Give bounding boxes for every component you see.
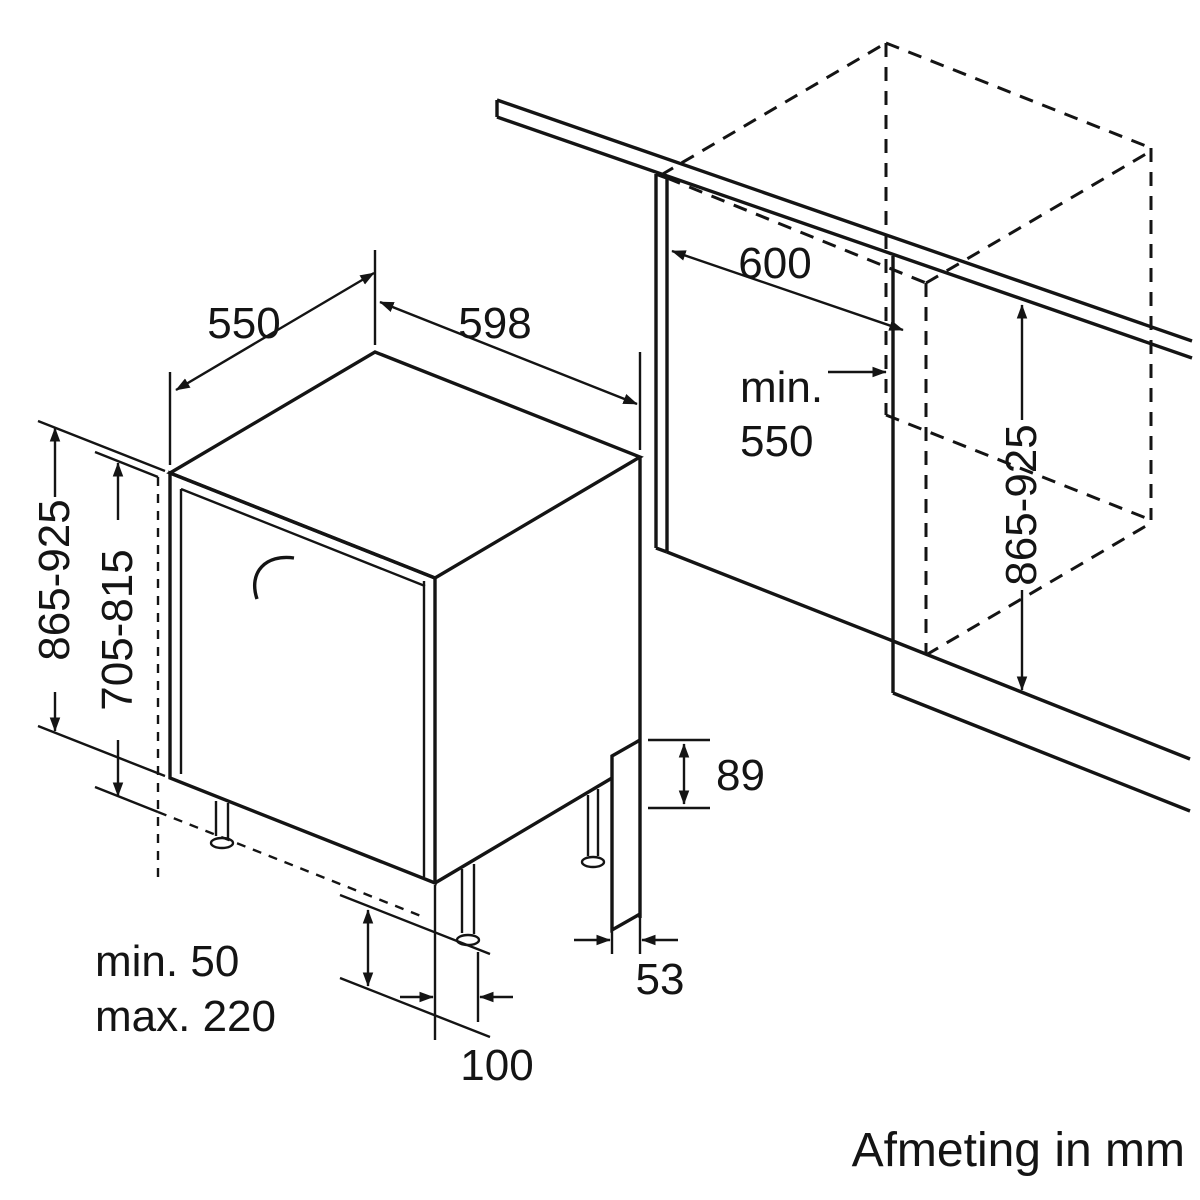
dishwasher-plinth-recess [610,738,641,933]
dim-depth-550-label: 550 [207,299,280,348]
door-handle-icon [253,555,295,600]
dim-depth-550: 550 [168,250,377,465]
cabinet-drawing [495,41,1193,813]
dishwasher-side-bottom-edge [434,776,613,885]
dim-niche-min-value: 550 [740,417,813,466]
dishwasher-drawing [156,350,644,947]
dim-niche-min-550: min. 550 [740,363,887,466]
cabinet-base [891,639,1191,813]
niche-dashed-outline [660,41,1153,657]
dim-cabinet-depth-600-label: 600 [738,239,811,288]
countertop [495,98,1193,360]
dim-offset-100: 100 [400,885,534,1090]
dim-door-panel-label: 705-815 [93,549,142,710]
dim-niche-height-label: 865-925 [997,424,1046,585]
dishwasher-door-face [168,470,437,886]
niche-left-wall [654,172,669,554]
dim-niche-height: 865-925 [997,304,1046,691]
dim-foot-adjust: min. 50 max. 220 [95,893,491,1041]
dim-recess-89-label: 89 [716,751,765,800]
door-panel-dashed [156,477,422,918]
dim-width-598-label: 598 [458,299,531,348]
dim-niche-min-label: min. [740,363,823,412]
dim-width-598: 598 [379,299,642,450]
dim-gap-53-label: 53 [636,955,685,1004]
dim-door-panel: 705-815 [93,450,159,814]
dim-offset-100-label: 100 [460,1041,533,1090]
dim-foot-min-label: min. 50 [95,937,239,986]
dishwasher-top-face [166,350,644,580]
dim-height-left-label: 865-925 [30,499,79,660]
dim-cabinet-depth-600: 600 [671,239,904,332]
door-inner-top-line [180,487,426,588]
dim-foot-max-label: max. 220 [95,992,276,1041]
dim-gap-53: 53 [574,918,684,1004]
diagram-caption: Afmeting in mm [852,1124,1185,1177]
dim-recess-89: 89 [648,738,765,810]
dim-height-left: 865-925 [30,419,166,778]
niche-floor-edge [666,550,894,643]
